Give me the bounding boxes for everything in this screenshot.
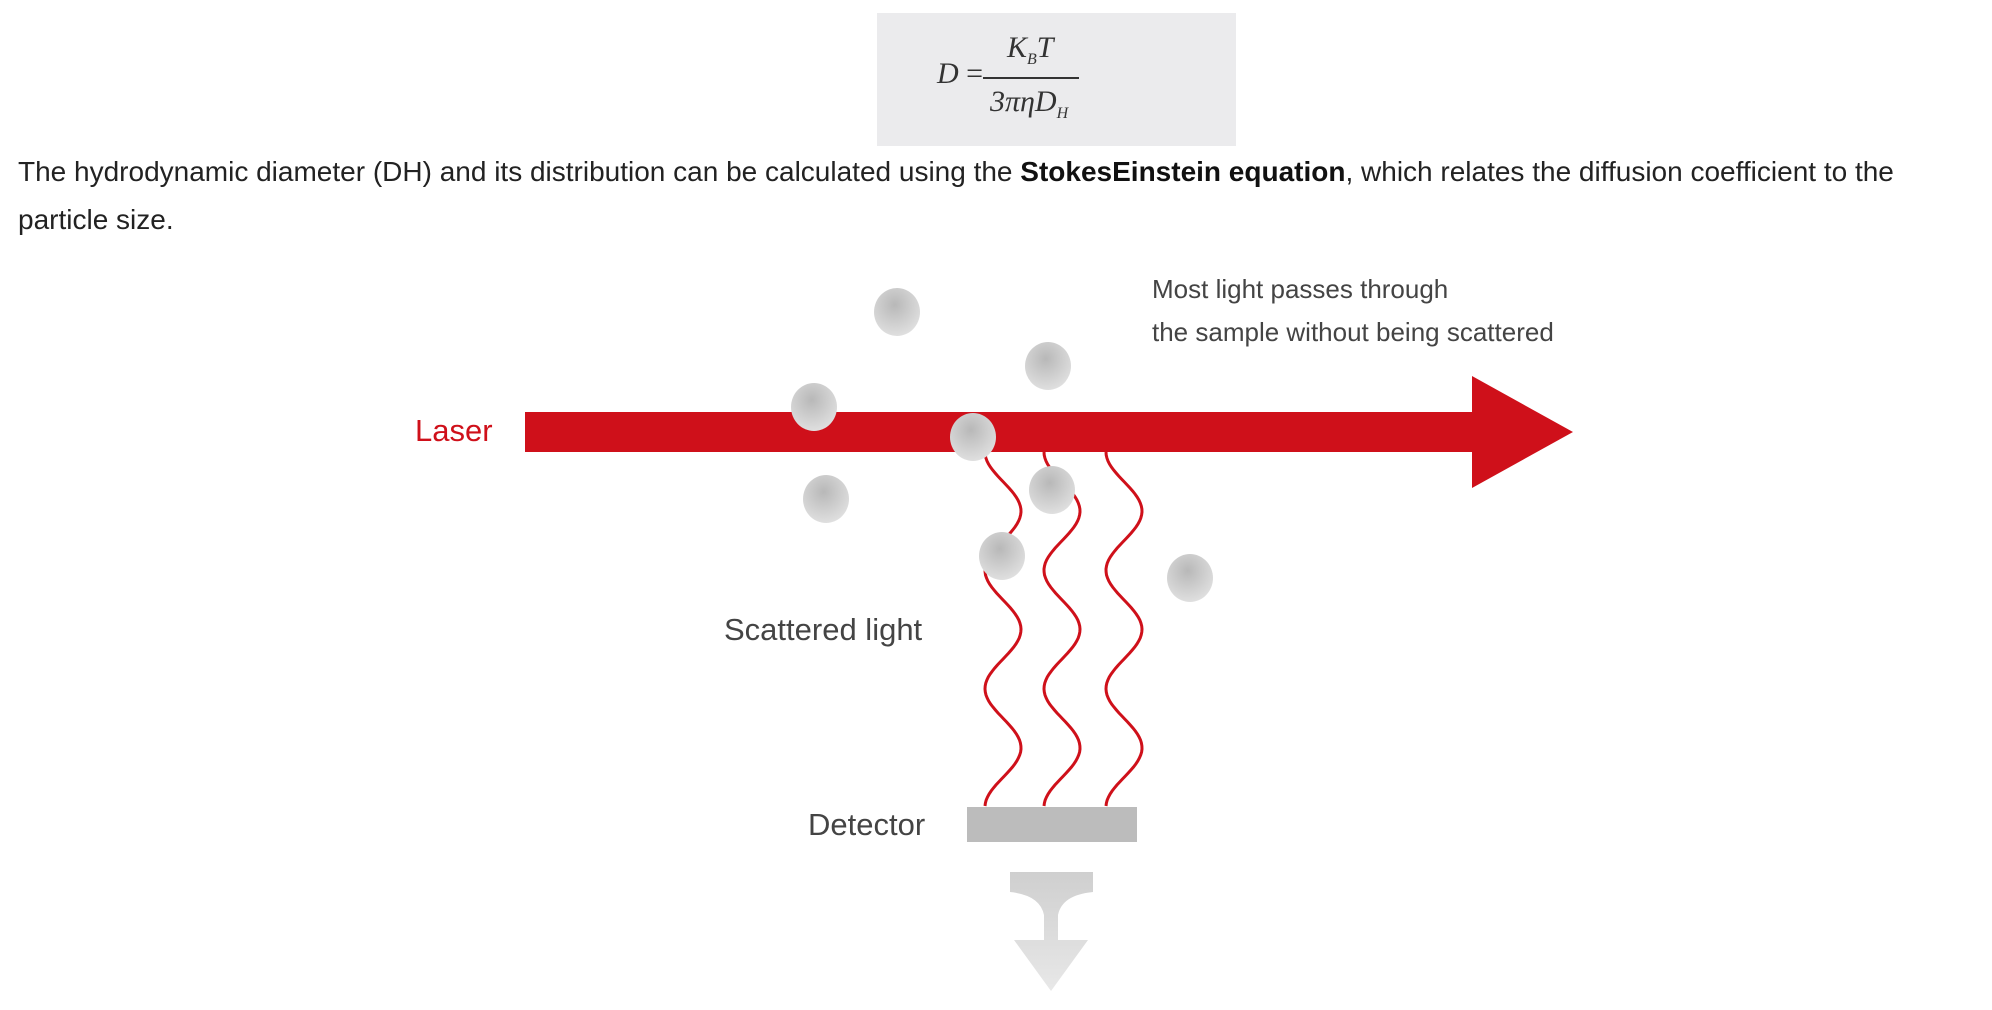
particles	[791, 288, 1213, 602]
fraction-bar	[983, 77, 1079, 79]
formula-numerator: KBT	[1007, 31, 1054, 68]
laser-beam	[525, 412, 1475, 452]
particle	[1025, 342, 1071, 390]
note-line-2: the sample without being scattered	[1152, 317, 1554, 347]
scattered-light-waves	[983, 451, 1144, 807]
laser-arrowhead	[1472, 376, 1573, 488]
detector-label: Detector	[808, 807, 926, 842]
formula-box: D = KBT 3πηDH	[877, 13, 1236, 146]
signal-output-arrow	[1010, 872, 1093, 991]
scattered-light-label: Scattered light	[724, 612, 923, 647]
particle	[791, 383, 837, 431]
formula-lhs: D =	[937, 57, 984, 90]
scattered-wave	[983, 451, 1023, 807]
scattered-wave	[1042, 451, 1082, 807]
laser-label: Laser	[415, 413, 493, 448]
stokes-einstein-term: StokesEinstein equation	[1020, 156, 1346, 187]
particle	[803, 475, 849, 523]
note-line-1: Most light passes through	[1152, 274, 1449, 304]
detector	[967, 807, 1137, 842]
description-paragraph: The hydrodynamic diameter (DH) and its d…	[18, 156, 1894, 235]
particle	[950, 413, 996, 461]
scattered-wave	[1104, 451, 1144, 807]
pass-through-note: Most light passes through the sample wit…	[1152, 268, 1554, 354]
particle	[874, 288, 920, 336]
formula-denominator: 3πηDH	[990, 85, 1069, 122]
particle	[1029, 466, 1075, 514]
particle	[979, 532, 1025, 580]
particle	[1167, 554, 1213, 602]
